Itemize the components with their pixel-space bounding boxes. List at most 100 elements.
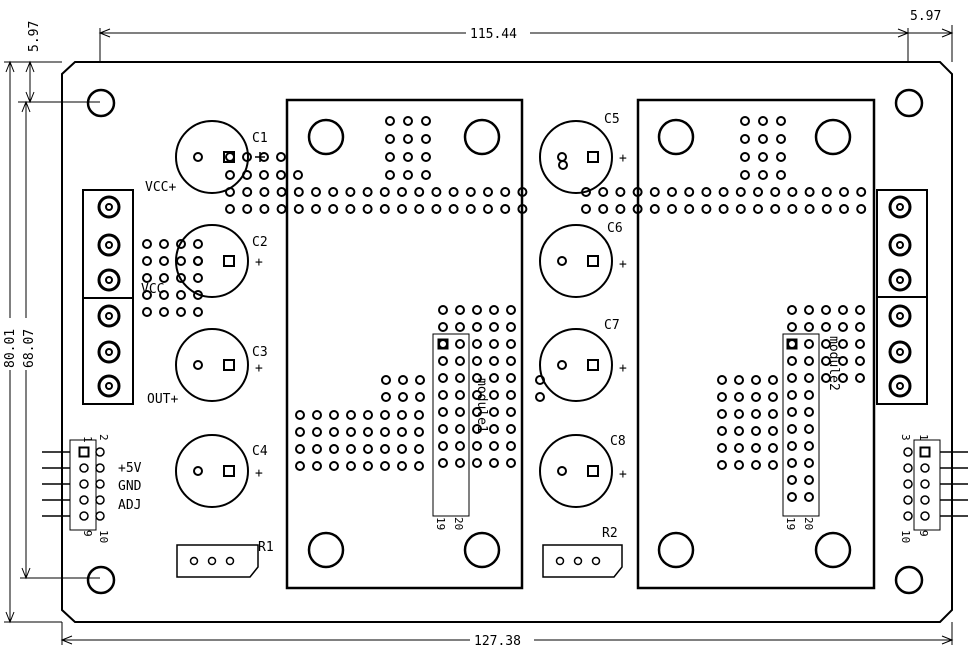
pad <box>649 204 660 214</box>
pad <box>787 407 797 417</box>
pad <box>821 204 832 214</box>
pad <box>804 373 814 383</box>
pad <box>740 134 750 144</box>
pad <box>838 322 848 332</box>
pad <box>804 204 815 214</box>
header-right-outline <box>913 439 941 531</box>
pad <box>414 427 424 437</box>
pad <box>787 187 798 197</box>
module2-outline <box>636 98 876 590</box>
pad <box>776 152 786 162</box>
header-pad <box>920 479 930 489</box>
dim-5-97-left-label: 5.97 <box>27 21 42 52</box>
pin-label-right-10: 10 <box>899 530 912 543</box>
pad <box>362 204 373 214</box>
pad <box>397 427 407 437</box>
pad <box>329 427 339 437</box>
module1-header-outline <box>432 333 470 517</box>
capacitor-c3 <box>175 328 249 402</box>
pad <box>735 204 746 214</box>
pad <box>506 390 516 400</box>
label-adj: ADJ <box>118 498 141 513</box>
pad <box>489 339 499 349</box>
pad <box>701 187 712 197</box>
pad <box>489 305 499 315</box>
capacitor-c6 <box>539 224 613 298</box>
pad <box>159 290 169 300</box>
pad <box>734 392 744 402</box>
terminal-pad-drill <box>896 276 904 284</box>
pad <box>787 475 797 485</box>
pad <box>506 339 516 349</box>
pad <box>312 444 322 454</box>
pad <box>438 390 448 400</box>
pad <box>328 204 339 214</box>
terminal-pad <box>888 195 912 219</box>
capacitor-pad <box>557 360 567 370</box>
label-r1: R1 <box>258 540 274 555</box>
pin-label-right-3: 3 <box>899 434 912 441</box>
pad <box>397 461 407 471</box>
terminal-pad-drill <box>896 348 904 356</box>
pad <box>472 339 482 349</box>
pad <box>438 458 448 468</box>
pin-label-right-9: 9 <box>917 530 930 537</box>
pad <box>380 444 390 454</box>
pad <box>312 427 322 437</box>
pad <box>615 204 626 214</box>
pin-label-left-10: 10 <box>97 530 110 543</box>
pad <box>855 339 865 349</box>
terminal-pad-drill <box>105 276 113 284</box>
pad <box>472 356 482 366</box>
terminal-block-left <box>82 189 134 405</box>
pad <box>632 187 643 197</box>
terminal-pad-drill <box>105 348 113 356</box>
pad <box>363 427 373 437</box>
pad <box>472 322 482 332</box>
pad <box>159 307 169 317</box>
header-pin1-pad <box>919 446 931 458</box>
pad <box>472 407 482 417</box>
resistor-r2-outline <box>542 544 623 578</box>
pad <box>751 460 761 470</box>
pad <box>381 392 391 402</box>
terminal-block-right <box>876 189 928 405</box>
capacitor-c8 <box>539 434 613 508</box>
pad <box>506 322 516 332</box>
label-plus-c5: + <box>619 151 627 166</box>
pad <box>455 441 465 451</box>
pad <box>804 390 814 400</box>
pin1-square-pad <box>786 338 798 350</box>
capacitor-pad <box>193 256 203 266</box>
header-pad <box>903 511 913 521</box>
header-pad <box>920 463 930 473</box>
pad <box>804 187 815 197</box>
pad <box>489 458 499 468</box>
header-pad <box>79 479 89 489</box>
header-pad <box>903 479 913 489</box>
pad <box>293 170 303 180</box>
pad <box>276 187 287 197</box>
pad <box>276 204 287 214</box>
header-pad <box>95 463 105 473</box>
pad <box>855 356 865 366</box>
mounting-hole <box>894 565 924 595</box>
pad <box>159 273 169 283</box>
label-plus-c8: + <box>619 467 627 482</box>
pad <box>804 441 814 451</box>
header-left-outline <box>69 439 97 531</box>
dim-80-01-label: 80.01 <box>3 329 18 368</box>
pad <box>176 307 186 317</box>
pad <box>821 322 831 332</box>
pad <box>345 187 356 197</box>
pad <box>856 187 867 197</box>
pad <box>403 170 413 180</box>
mounting-hole <box>463 118 501 156</box>
pin-label-mod2-19: 19 <box>784 517 797 530</box>
header-pad <box>903 447 913 457</box>
pad <box>142 273 152 283</box>
pad <box>740 170 750 180</box>
pad <box>385 134 395 144</box>
pad <box>431 204 442 214</box>
pad <box>379 204 390 214</box>
